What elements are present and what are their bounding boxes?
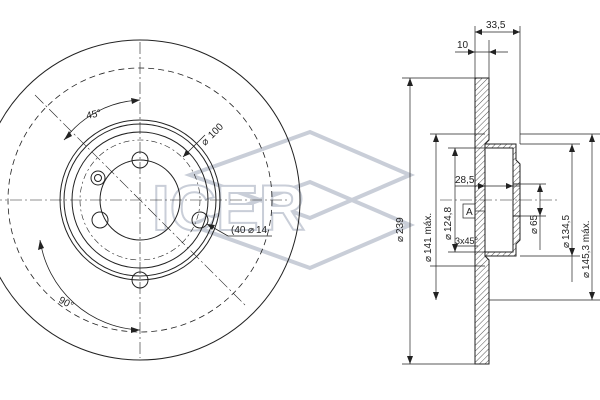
angle-45-arrow-left [64,131,72,140]
outer-rim-circle [0,39,301,361]
chamfer-label: 3x45° [455,236,479,246]
hole-label-inner: (40 [231,225,246,236]
disc-section-view [440,77,560,365]
section-dimensions [402,26,600,365]
diagonal-centerline [34,94,246,306]
hat-section-bottom [484,215,521,257]
bolt-hole-right [191,211,209,229]
bolt-hole-left [91,211,109,229]
outer-diameter-label: 239 [395,217,406,234]
hub-diameter-symbol: ⌀ [443,234,454,240]
friction-ring-section [474,77,490,365]
bolt-hole-top [131,151,149,169]
angle-45-label: 45° [85,108,102,122]
locating-hole-inner [94,174,102,182]
braking-diameter-symbol: ⌀ [423,256,434,262]
hub-diameter-label: 124,8 [443,207,454,232]
hat-section-top [484,143,521,185]
angle-90-label: 90° [57,295,76,312]
total-thickness-label: 33,5 [486,20,506,31]
bore-diameter-label: 65 [529,214,540,226]
watermark-text: ICER [152,172,305,244]
angle-90-arc [39,239,141,331]
disc-front-view [0,39,301,361]
braking-diameter-label: 141 máx. [423,213,434,254]
angle-90-arrow-bottom [131,327,140,333]
max-hat-diameter-symbol: ⌀ [581,272,592,278]
hole-arrow [207,224,215,230]
angle-45-arrow-right [131,98,140,104]
hat-diameter-label: 134,5 [561,215,572,240]
hole-diameter-symbol: ⌀ [248,225,254,236]
outer-diameter-symbol: ⌀ [395,236,406,242]
bolt-hole-bottom [131,271,149,289]
section-labels: 33,5 10 ⌀ 239 ⌀ 141 máx. ⌀ 124,8 28,5 A … [395,20,592,278]
hat-height-label: 28,5 [455,175,475,186]
pcd-arrow [183,150,190,157]
bore-diameter-symbol: ⌀ [529,228,540,234]
hole-label-diameter: 14 [256,225,268,236]
max-hat-diameter-label: 145,3 máx. [581,221,592,270]
angle-90-arrow-top [38,240,44,250]
hat-diameter-symbol: ⌀ [561,242,572,248]
datum-label: A [466,207,473,218]
disc-thickness-label: 10 [457,40,469,51]
pcd-label: 100 [206,121,226,141]
locating-hole-outer [90,170,106,186]
